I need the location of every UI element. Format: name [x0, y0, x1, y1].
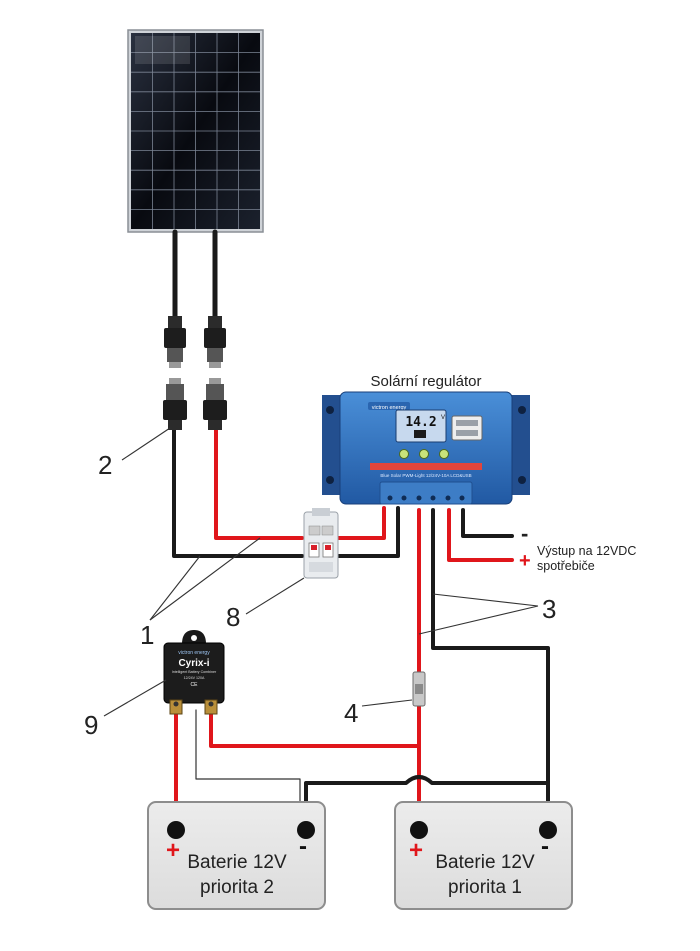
output-label-line2: spotřebiče — [537, 559, 595, 573]
pv-positive-wire-2 — [336, 506, 386, 540]
battery-2-label-line1: Baterie 12V — [187, 852, 287, 873]
callout-2: 2 — [98, 450, 112, 480]
battery-negative-link — [304, 775, 550, 830]
regulator-brand: victron energy — [372, 405, 407, 411]
battery-2-plus: + — [166, 837, 180, 864]
load-negative-wire — [461, 508, 514, 538]
callout-4: 4 — [344, 698, 358, 728]
battery-1-plus: + — [409, 837, 423, 864]
battery-2-minus: - — [299, 833, 307, 860]
regulator-button-middle — [419, 449, 429, 459]
pv-negative-wire — [172, 426, 304, 558]
leader-2 — [121, 427, 171, 461]
callout-9: 9 — [84, 710, 98, 740]
callout-numbers: 1 2 3 4 8 9 — [84, 450, 556, 740]
battery-priority-1: + - Baterie 12V priorita 1 — [394, 801, 573, 910]
battery-negative-wire — [431, 508, 550, 830]
leader-9 — [103, 679, 167, 717]
cyrix-ground-wire — [195, 709, 301, 821]
callout-1: 1 — [140, 620, 154, 650]
regulator-button-left — [399, 449, 409, 459]
output-plus: + — [519, 550, 531, 572]
cyrix-battery-combiner: victron energy Cyrix-i Intelligent Batte… — [163, 630, 225, 715]
cyrix-rating: 12/24V 120A — [184, 676, 205, 680]
leader-8 — [245, 577, 305, 615]
solar-regulator: Solární regulátor victron energy 14.2 V … — [322, 373, 530, 505]
load-output: - + Výstup na 12VDC spotřebiče — [519, 521, 636, 573]
solar-panel — [127, 29, 264, 233]
mc4-connector-pair-negative — [163, 316, 187, 430]
callout-8: 8 — [226, 602, 240, 632]
cyrix-name: Cyrix-i — [178, 658, 209, 669]
battery-1-label-line1: Baterie 12V — [435, 852, 535, 873]
cyrix-link-wire — [209, 712, 421, 748]
regulator-display-unit: V — [441, 415, 445, 421]
leader-4 — [361, 699, 413, 707]
cyrix-ce-mark: CE — [191, 682, 199, 688]
output-label-line1: Výstup na 12VDC — [537, 544, 636, 558]
leader-3a — [432, 593, 539, 607]
leader-3b — [418, 605, 539, 635]
output-minus: - — [521, 521, 528, 546]
regulator-model: Blue Solar PWM-Light 12/24V-10A LCD&USB — [380, 473, 471, 478]
leader-1a — [149, 555, 201, 621]
pv-negative-wire-2 — [336, 506, 400, 558]
panel-cell-grid — [131, 33, 260, 229]
battery-2-label-line2: priorita 2 — [200, 877, 274, 898]
battery-1-minus: - — [541, 833, 549, 860]
pv-positive-wire — [214, 426, 304, 540]
dc-breaker — [303, 508, 339, 579]
callout-leaders — [103, 427, 539, 717]
wiring — [172, 229, 550, 830]
battery-1-label-line2: priorita 1 — [448, 877, 522, 898]
callout-3: 3 — [542, 594, 556, 624]
cyrix-subtitle: Intelligent Battery Combiner — [172, 670, 217, 674]
regulator-display-value: 14.2 — [405, 415, 436, 430]
regulator-button-right — [439, 449, 449, 459]
battery-priority-2: + - Baterie 12V priorita 2 — [147, 801, 326, 910]
regulator-title: Solární regulátor — [371, 373, 482, 390]
mc4-connector-pair-positive — [203, 316, 227, 430]
load-positive-wire — [447, 508, 514, 562]
leader-1b — [149, 537, 261, 621]
inline-fuse — [412, 671, 426, 707]
cyrix-brand: victron energy — [178, 650, 210, 656]
